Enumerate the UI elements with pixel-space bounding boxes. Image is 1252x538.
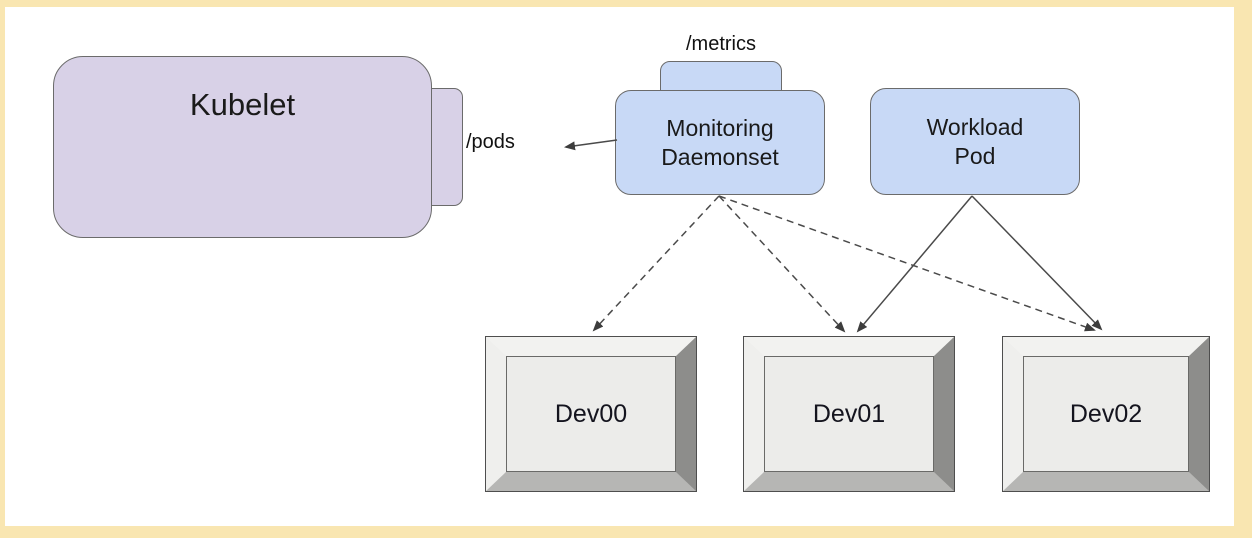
device-panel: Dev02 (1023, 356, 1189, 472)
device-bevel: Dev02 (1003, 337, 1209, 491)
pods-endpoint-label: /pods (466, 131, 515, 153)
workload-pod-label-line2: Pod (954, 142, 996, 169)
device-bevel: Dev01 (744, 337, 954, 491)
kubelet-node: Kubelet (53, 56, 432, 238)
monitoring-daemonset-node: Monitoring Daemonset (615, 90, 825, 195)
workload-pod-node: Workload Pod (870, 88, 1080, 195)
kubelet-label: Kubelet (189, 87, 296, 122)
device-label-dev02: Dev02 (1069, 399, 1143, 428)
device-bevel: Dev00 (486, 337, 696, 491)
device-panel: Dev00 (506, 356, 676, 472)
device-node-dev00: Dev00 (485, 336, 697, 492)
device-node-dev01: Dev01 (743, 336, 955, 492)
device-label-dev00: Dev00 (554, 399, 628, 428)
device-node-dev02: Dev02 (1002, 336, 1210, 492)
device-panel: Dev01 (764, 356, 934, 472)
metrics-endpoint-label: /metrics (686, 33, 756, 55)
monitoring-daemonset-label-line1: Monitoring (666, 114, 774, 141)
monitoring-daemonset-label-line2: Daemonset (661, 143, 779, 170)
workload-pod-label-line1: Workload (926, 113, 1024, 140)
device-label-dev01: Dev01 (812, 399, 886, 428)
